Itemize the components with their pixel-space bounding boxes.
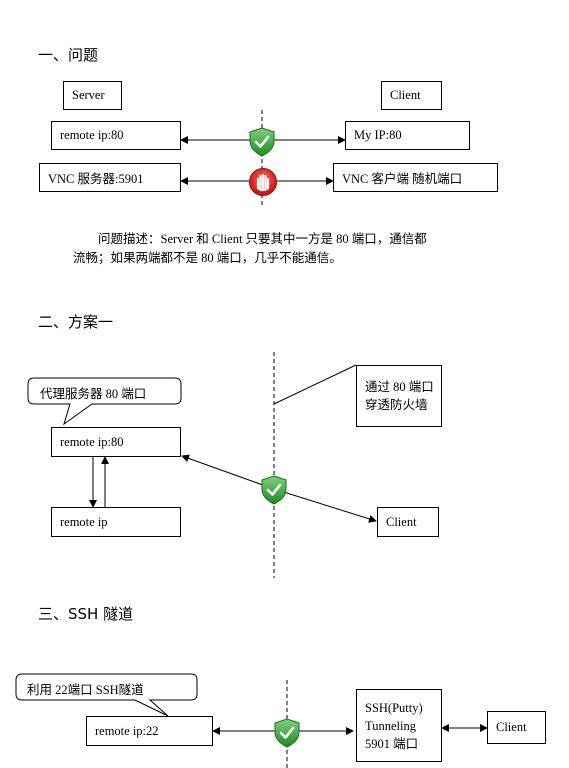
- firewall-note-line2: 穿透防火墙: [365, 398, 428, 412]
- client-box-2: Client: [377, 507, 439, 537]
- firewall-note-line1: 通过 80 端口: [365, 380, 434, 394]
- client-label-box: Client: [381, 81, 442, 110]
- stop-hand-icon: [249, 168, 277, 196]
- ssh-callout-text: 利用 22端口 SSH隧道: [27, 683, 144, 697]
- shield-check-icon: [249, 127, 275, 157]
- proxy-callout-text: 代理服务器 80 端口: [40, 387, 147, 401]
- callout-bubble-3: [15, 673, 198, 717]
- arrow-client-remote: [181, 454, 275, 490]
- problem-description-line1: 问题描述：Server 和 Client 只要其中一方是 80 端口，通信都: [98, 232, 427, 246]
- client-box-3: Client: [487, 711, 546, 744]
- ssh-line1: SSH(Putty): [365, 700, 423, 715]
- arrow-remote-client: [273, 488, 377, 523]
- ssh-tunnel-box: SSH(Putty) Tunneling 5901 端口: [356, 689, 442, 762]
- remote-ip80-box: remote ip:80: [51, 427, 181, 457]
- ssh-line3: 5901 端口: [365, 736, 419, 751]
- server-label-box: Server: [63, 81, 122, 110]
- shield-check-icon: [274, 718, 300, 748]
- remote-ip-box: remote ip:80: [51, 121, 181, 150]
- vnc-client-box: VNC 客户端 随机端口: [333, 163, 498, 192]
- note-pointer: [273, 364, 357, 405]
- section1-heading: 一、问题: [38, 46, 99, 64]
- problem-description-line2: 流畅；如果两端都不是 80 端口，几乎不能通信。: [73, 251, 342, 265]
- section2-heading: 二、方案一: [38, 313, 114, 331]
- shield-check-icon: [261, 475, 287, 505]
- ssh-line2: Tunneling: [365, 718, 416, 733]
- firewall-note-box: 通过 80 端口 穿透防火墙: [356, 365, 442, 427]
- callout-bubble-2: [27, 377, 182, 426]
- section3-heading: 三、SSH 隧道: [38, 605, 134, 623]
- my-ip-box: My IP:80: [345, 121, 470, 150]
- remote-ip-box-2: remote ip: [51, 507, 181, 537]
- remote-ip22-box: remote ip:22: [86, 716, 213, 746]
- vnc-server-box: VNC 服务器:5901: [39, 163, 181, 192]
